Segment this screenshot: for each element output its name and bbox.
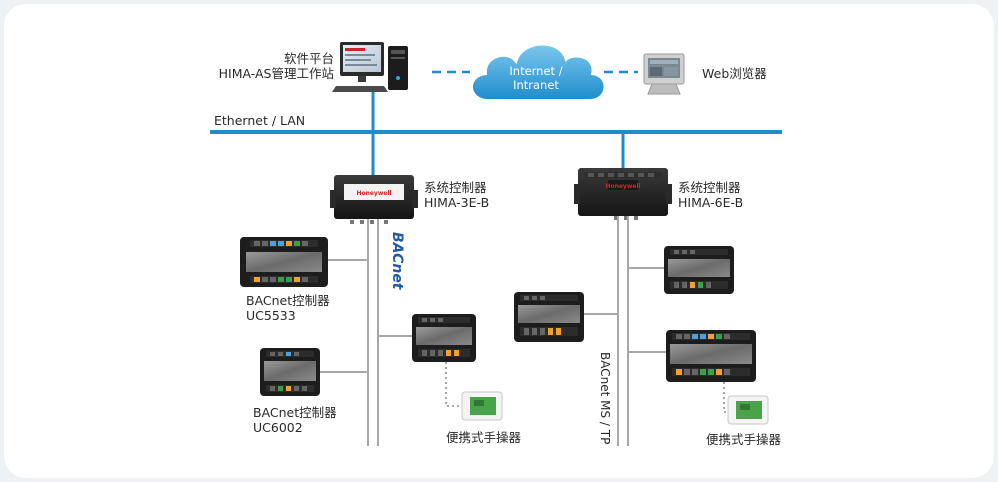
cloud-icon (471, 43, 606, 101)
right-bottom-module-device (666, 330, 756, 382)
workstation-label-line2: HIMA-AS管理工作站 (218, 66, 334, 81)
controller-right-label-line2: HIMA-6E-B (678, 195, 744, 210)
controller-left-device: Honeywell (330, 175, 418, 224)
controller-right-brand: Honeywell (605, 183, 640, 190)
uc5533-label-line2: UC5533 (246, 308, 296, 323)
uc6002-device (260, 348, 320, 396)
ethernet-label: Ethernet / LAN (214, 113, 306, 128)
web-browser-label: Web浏览器 (702, 66, 767, 81)
cloud-label-line2: Intranet (513, 78, 559, 92)
handheld-left-label: 便携式手操器 (446, 430, 522, 445)
handheld-right-label: 便携式手操器 (706, 432, 782, 447)
controller-left-brand: Honeywell (356, 190, 391, 197)
uc5533-device (240, 237, 328, 287)
controller-right-device: Honeywell (574, 168, 672, 220)
uc6002-label-line1: BACnet控制器 (253, 405, 337, 420)
web-terminal-icon (643, 53, 685, 95)
right-handheld-device (727, 395, 769, 425)
workstation-label-line1: 软件平台 (283, 51, 334, 66)
right-mid-module-device (514, 292, 584, 342)
left-handheld-device (461, 391, 503, 421)
controller-left-label-line2: HIMA-3E-B (424, 195, 490, 210)
bacnet-ms-tp-label: BACnet MS / TP (598, 352, 612, 444)
controller-right-label-line1: 系统控制器 (678, 180, 741, 195)
bacnet-logo: BACnet (389, 232, 405, 291)
uc5533-label-line1: BACnet控制器 (246, 293, 330, 308)
workstation-icon (332, 42, 408, 92)
right-top-module-device (664, 246, 734, 294)
bacnet-logo-text: BACnet (389, 232, 405, 291)
uc6002-label-line2: UC6002 (253, 420, 303, 435)
left-bus-module-device (412, 314, 476, 362)
cloud-label-line1: Internet / (509, 64, 562, 78)
controller-left-label-line1: 系统控制器 (424, 180, 487, 195)
left-handheld-link (445, 362, 462, 407)
